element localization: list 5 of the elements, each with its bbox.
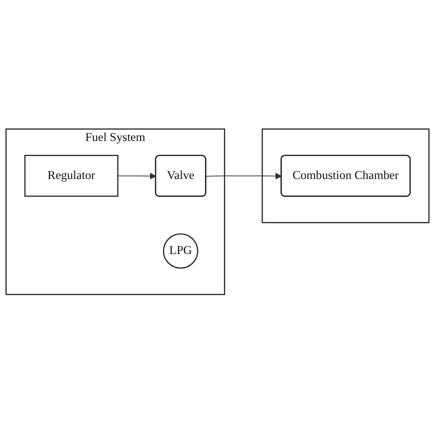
- cluster: [262, 128, 430, 223]
- arrow: [117, 172, 156, 180]
- node-box: Regulator: [24, 154, 118, 196]
- node-circle: LPG: [162, 233, 198, 268]
- arrow: [206, 172, 282, 180]
